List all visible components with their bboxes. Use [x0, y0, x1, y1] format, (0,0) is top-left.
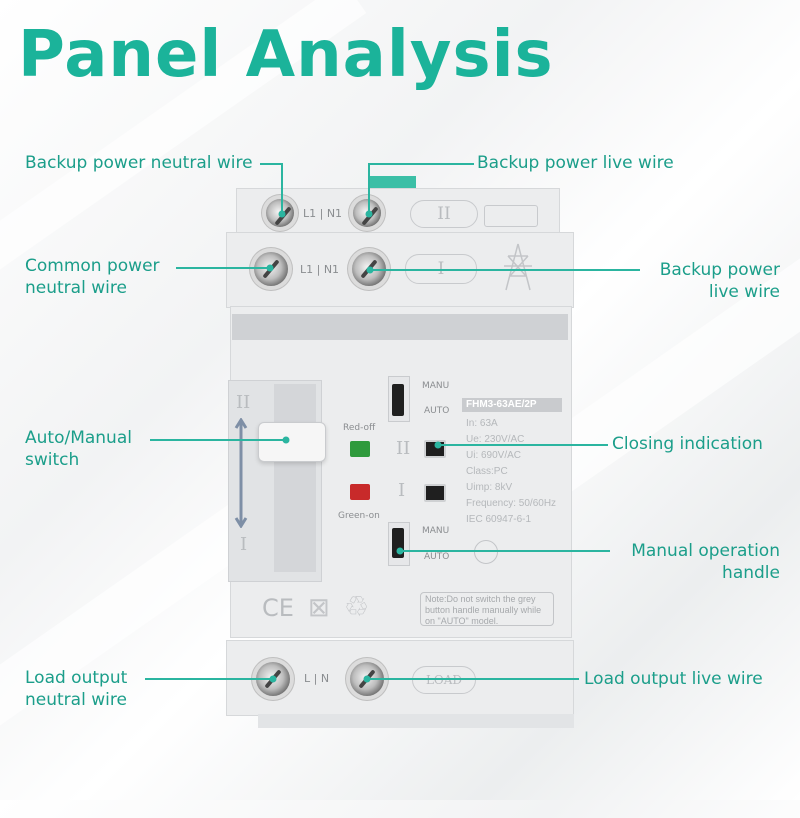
spec-list: In: 63A Ue: 230V/AC Ui: 690V/AC Class:PC… — [466, 416, 556, 528]
green-indicator — [350, 441, 370, 457]
leader-line — [368, 163, 370, 215]
leader-line — [368, 163, 474, 165]
spec-line: IEC 60947-6-1 — [466, 514, 532, 525]
leader-dot — [278, 210, 286, 218]
spec-line: Ue: 230V/AC — [466, 434, 525, 445]
warning-note: Note:Do not switch the grey button handl… — [420, 592, 554, 626]
model-plate: FHM3-63AE/2P — [462, 398, 562, 412]
label-line: Auto/Manual — [25, 428, 132, 448]
weee-bin-icon: ⊠ — [308, 592, 330, 622]
leader-line — [281, 163, 283, 215]
auto-bottom-label: AUTO — [424, 552, 450, 562]
load-terminal-labels: L | N — [304, 672, 330, 685]
switch-position-one: I — [240, 534, 248, 555]
ce-mark-icon: CE — [262, 594, 294, 622]
leader-line — [176, 267, 270, 269]
auto-manual-switch[interactable] — [258, 422, 326, 462]
leader-line — [400, 550, 610, 552]
label-line: Backup power — [659, 260, 780, 280]
indicator-two-mark: II — [396, 438, 411, 459]
label-line: switch — [25, 450, 80, 470]
device-base — [258, 714, 574, 728]
grey-band — [232, 314, 568, 340]
label-manual-operation-handle: Manual operation handle — [600, 540, 780, 584]
label-backup-power-neutral-wire: Backup power neutral wire — [25, 153, 253, 173]
mode-lever[interactable] — [392, 384, 404, 416]
label-load-output-neutral-wire: Load output neutral wire — [25, 667, 127, 711]
manu-bottom-label: MANU — [422, 526, 450, 536]
generator-icon — [484, 205, 538, 227]
green-on-label: Green-on — [338, 511, 380, 521]
mid-terminal-labels: L1 | N1 — [300, 263, 340, 276]
leader-line — [260, 163, 282, 165]
leader-line — [367, 678, 579, 680]
label-load-output-live-wire: Load output live wire — [584, 669, 763, 689]
label-line: neutral wire — [25, 690, 127, 710]
label-line: neutral wire — [25, 278, 127, 298]
leader-line — [145, 678, 273, 680]
certification-icon — [474, 540, 498, 564]
manu-top-label: MANU — [422, 381, 450, 391]
spec-line: Class:PC — [466, 466, 508, 477]
leader-line — [150, 439, 286, 441]
leader-line — [370, 269, 640, 271]
leader-dot — [266, 264, 274, 272]
label-backup-power-live-wire-top: Backup power live wire — [477, 153, 674, 173]
red-off-label: Red-off — [343, 423, 376, 433]
label-backup-power-live-wire: Backup power live wire — [620, 259, 780, 303]
load-tag: LOAD — [412, 666, 476, 694]
switch-position-two: II — [236, 392, 251, 413]
source-two-tag: II — [410, 200, 478, 228]
spec-line: Ui: 690V/AC — [466, 450, 522, 461]
label-line: Common power — [25, 256, 160, 276]
leader-dot — [434, 441, 442, 449]
indicator-one-mark: I — [398, 480, 406, 501]
label-auto-manual-switch: Auto/Manual switch — [25, 427, 132, 471]
label-line: Load output — [25, 668, 128, 688]
top-terminal-labels: L1 | N1 — [303, 207, 343, 220]
switch-track — [274, 384, 316, 572]
spec-line: Frequency: 50/60Hz — [466, 498, 557, 509]
red-indicator — [350, 484, 370, 500]
page-title: Panel Analysis — [18, 18, 554, 92]
label-line: Manual operation — [631, 541, 780, 561]
device-top-tab — [370, 176, 416, 190]
leader-dot — [282, 436, 290, 444]
spec-line: In: 63A — [466, 418, 498, 429]
label-line: handle — [722, 563, 780, 583]
leader-dot — [365, 210, 373, 218]
leader-dot — [396, 547, 404, 555]
leader-dot — [363, 675, 371, 683]
leader-dot — [366, 266, 374, 274]
double-arrow-icon — [234, 418, 248, 528]
leader-dot — [269, 675, 277, 683]
spec-line: Uimp: 8kV — [466, 482, 513, 493]
label-common-power-neutral-wire: Common power neutral wire — [25, 255, 160, 299]
label-closing-indication: Closing indication — [612, 434, 763, 454]
leader-line — [438, 444, 608, 446]
label-line: live wire — [708, 282, 780, 302]
auto-top-label: AUTO — [424, 406, 450, 416]
closing-window-one — [424, 484, 446, 502]
power-tower-icon — [504, 243, 532, 291]
recycle-icon: ♲ — [344, 591, 370, 622]
